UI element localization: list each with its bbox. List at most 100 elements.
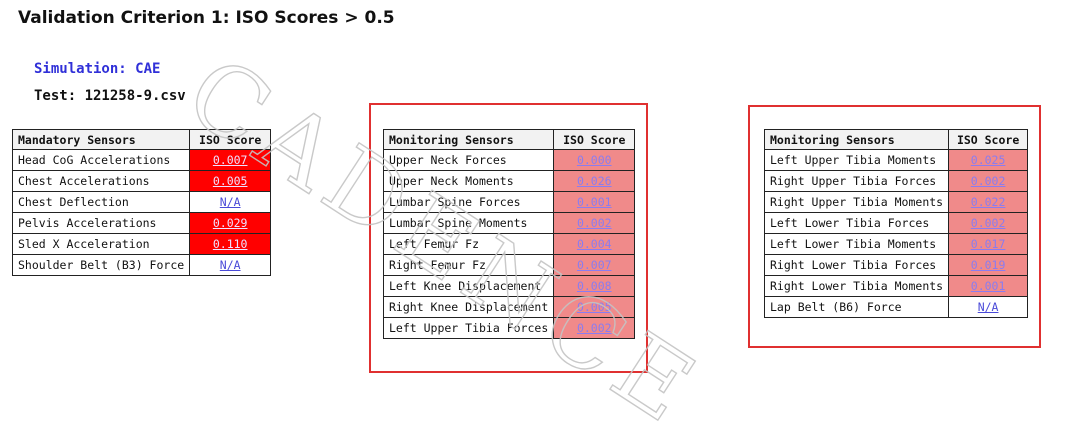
table-row: Left Upper Tibia Forces 0.002 — [382, 317, 636, 339]
iso-score-link[interactable]: 0.025 — [970, 153, 1006, 167]
iso-score-cell: 0.008 — [553, 275, 636, 297]
table-row: Chest Accelerations 0.005 — [11, 170, 272, 192]
sensor-name: Left Upper Tibia Moments — [763, 149, 950, 171]
iso-score-link[interactable]: 0.000 — [576, 153, 612, 167]
iso-score-cell: N/A — [948, 296, 1029, 318]
iso-score-link[interactable]: 0.029 — [212, 216, 248, 230]
iso-score-cell: 0.001 — [553, 191, 636, 213]
iso-score-link[interactable]: 0.001 — [576, 195, 612, 209]
sensor-name: Left Lower Tibia Forces — [763, 212, 950, 234]
sensor-name: Right Femur Fz — [382, 254, 555, 276]
iso-score-link[interactable]: 0.004 — [576, 237, 612, 251]
iso-score-cell: 0.002 — [553, 212, 636, 234]
table-row: Right Lower Tibia Moments 0.001 — [763, 275, 1029, 297]
iso-score-cell: 0.017 — [948, 233, 1029, 255]
iso-score-link[interactable]: 0.022 — [970, 195, 1006, 209]
sensor-name: Right Lower Tibia Forces — [763, 254, 950, 276]
sensor-name: Left Knee Displacement — [382, 275, 555, 297]
table-row: Shoulder Belt (B3) Force N/A — [11, 254, 272, 276]
simulation-label: Simulation: CAE — [34, 61, 161, 77]
monitoring-highlight-box-2 — [748, 105, 1041, 348]
iso-score-link[interactable]: 0.019 — [970, 258, 1006, 272]
iso-score-cell: 0.026 — [553, 170, 636, 192]
table-header-row: Monitoring Sensors ISO Score — [382, 129, 636, 150]
iso-score-link[interactable]: 0.007 — [212, 153, 248, 167]
sensor-name: Right Upper Tibia Moments — [763, 191, 950, 213]
iso-score-cell: N/A — [189, 254, 272, 276]
iso-score-cell: 0.002 — [948, 170, 1029, 192]
iso-score-cell: 0.007 — [189, 149, 272, 171]
sensor-name: Upper Neck Moments — [382, 170, 555, 192]
sensor-column-header: Monitoring Sensors — [763, 129, 950, 150]
iso-score-cell: 0.002 — [553, 317, 636, 339]
iso-score-cell: 0.001 — [948, 275, 1029, 297]
table-row: Right Upper Tibia Moments 0.022 — [763, 191, 1029, 213]
sensor-name: Left Upper Tibia Forces — [382, 317, 555, 339]
iso-score-link[interactable]: 0.001 — [970, 279, 1006, 293]
iso-score-link[interactable]: 0.002 — [576, 321, 612, 335]
sensor-column-header: Mandatory Sensors — [11, 129, 191, 150]
table-header-row: Mandatory Sensors ISO Score — [11, 129, 272, 150]
iso-score-cell: 0.029 — [189, 212, 272, 234]
iso-score-link[interactable]: 0.002 — [576, 216, 612, 230]
table-row: Left Lower Tibia Forces 0.002 — [763, 212, 1029, 234]
sensor-name: Chest Deflection — [11, 191, 191, 213]
iso-score-link[interactable]: N/A — [219, 258, 241, 272]
sensor-name: Sled X Acceleration — [11, 233, 191, 255]
iso-score-cell: 0.002 — [948, 212, 1029, 234]
iso-score-cell: N/A — [189, 191, 272, 213]
sensor-name: Lap Belt (B6) Force — [763, 296, 950, 318]
iso-score-link[interactable]: 0.026 — [576, 174, 612, 188]
monitoring-highlight-box-1 — [369, 103, 648, 373]
iso-score-link[interactable]: 0.110 — [212, 237, 248, 251]
monitoring-sensors-table-2: Monitoring Sensors ISO Score Left Upper … — [763, 129, 1029, 318]
iso-score-cell: 0.005 — [553, 296, 636, 318]
sensor-name: Right Lower Tibia Moments — [763, 275, 950, 297]
iso-score-cell: 0.110 — [189, 233, 272, 255]
iso-score-cell: 0.004 — [553, 233, 636, 255]
sensor-name: Shoulder Belt (B3) Force — [11, 254, 191, 276]
test-label: Test: 121258-9.csv — [34, 88, 186, 104]
table-row: Left Knee Displacement 0.008 — [382, 275, 636, 297]
sensor-name: Pelvis Accelerations — [11, 212, 191, 234]
sensor-column-header: Monitoring Sensors — [382, 129, 555, 150]
table-row: Sled X Acceleration 0.110 — [11, 233, 272, 255]
table-header-row: Monitoring Sensors ISO Score — [763, 129, 1029, 150]
iso-score-link[interactable]: 0.017 — [970, 237, 1006, 251]
mandatory-sensors-table: Mandatory Sensors ISO Score Head CoG Acc… — [11, 129, 272, 276]
iso-score-link[interactable]: 0.002 — [970, 174, 1006, 188]
iso-score-column-header: ISO Score — [948, 129, 1029, 150]
iso-score-link[interactable]: N/A — [977, 300, 999, 314]
iso-score-column-header: ISO Score — [553, 129, 636, 150]
sensor-name: Right Knee Displacement — [382, 296, 555, 318]
iso-score-link[interactable]: N/A — [219, 195, 241, 209]
iso-score-link[interactable]: 0.007 — [576, 258, 612, 272]
sensor-name: Lumbar Spine Moments — [382, 212, 555, 234]
sensor-name: Left Femur Fz — [382, 233, 555, 255]
sensor-name: Right Upper Tibia Forces — [763, 170, 950, 192]
iso-score-link[interactable]: 0.002 — [970, 216, 1006, 230]
table-row: Chest Deflection N/A — [11, 191, 272, 213]
monitoring-sensors-table-1: Monitoring Sensors ISO Score Upper Neck … — [382, 129, 636, 339]
iso-score-cell: 0.005 — [189, 170, 272, 192]
iso-score-link[interactable]: 0.005 — [576, 300, 612, 314]
iso-score-cell: 0.007 — [553, 254, 636, 276]
sensor-name: Chest Accelerations — [11, 170, 191, 192]
iso-score-cell: 0.022 — [948, 191, 1029, 213]
table-row: Head CoG Accelerations 0.007 — [11, 149, 272, 171]
iso-score-cell: 0.000 — [553, 149, 636, 171]
iso-score-cell: 0.019 — [948, 254, 1029, 276]
table-row: Lap Belt (B6) Force N/A — [763, 296, 1029, 318]
table-row: Lumbar Spine Moments 0.002 — [382, 212, 636, 234]
table-row: Left Lower Tibia Moments 0.017 — [763, 233, 1029, 255]
iso-score-column-header: ISO Score — [189, 129, 272, 150]
iso-score-link[interactable]: 0.005 — [212, 174, 248, 188]
sensor-name: Head CoG Accelerations — [11, 149, 191, 171]
table-row: Right Upper Tibia Forces 0.002 — [763, 170, 1029, 192]
sensor-name: Left Lower Tibia Moments — [763, 233, 950, 255]
table-row: Left Upper Tibia Moments 0.025 — [763, 149, 1029, 171]
iso-score-link[interactable]: 0.008 — [576, 279, 612, 293]
table-row: Right Femur Fz 0.007 — [382, 254, 636, 276]
